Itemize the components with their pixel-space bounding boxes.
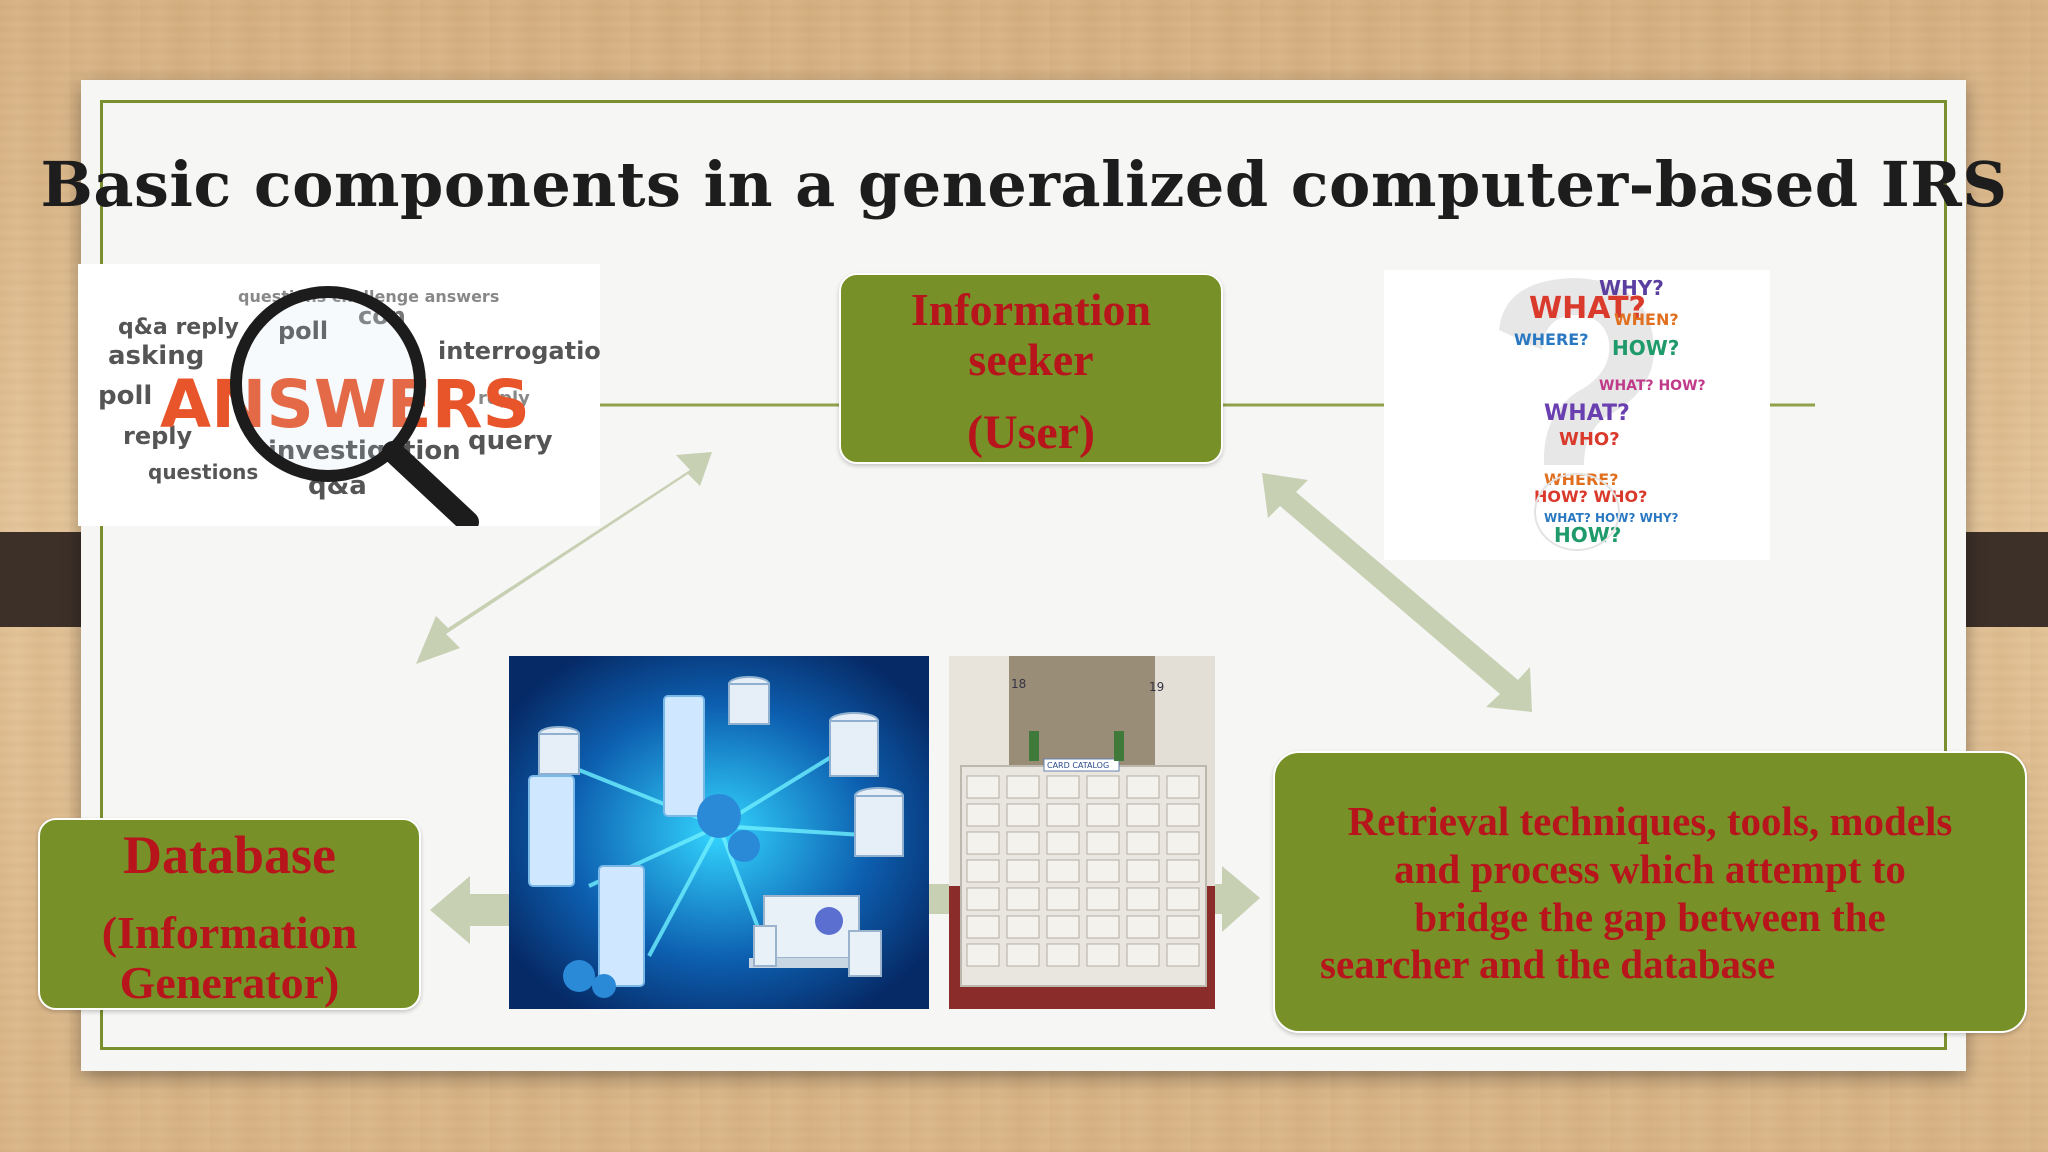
slide-title: Basic components in a generalized comput… [40,148,2008,221]
svg-text:WHAT?: WHAT? [1544,401,1630,426]
card-catalog-label: CARD CATALOG [1047,761,1109,770]
double-arrow-answers-seeker [416,452,712,664]
svg-text:WHO?: WHO? [1559,429,1620,450]
retrieval-line-1: Retrieval techniques, tools, models [1347,798,1953,844]
answers-word: ANSWERS [160,366,530,443]
database-line-2: (Information [101,907,358,958]
svg-text:poll: poll [98,381,152,411]
database-line-1: Database [123,825,336,885]
database-box: Database (Information Generator) [38,818,421,1010]
svg-text:HOW? WHO?: HOW? WHO? [1534,487,1647,506]
arrow-to-retrieval [1215,866,1260,932]
svg-text:asking: asking [108,341,204,371]
arrow-shaft-middle [929,884,949,914]
seeker-line-2: seeker [968,334,1094,385]
svg-text:questions: questions [148,460,258,484]
svg-text:query: query [468,426,553,456]
svg-text:reply: reply [478,388,530,409]
question-mark-word-cloud-image: WHAT? WHY? WHEN? WHERE? HOW? WHAT? HOW? … [1384,270,1770,560]
svg-text:WHAT?: WHAT? [1529,291,1646,326]
card-catalog-photo: 18 19 CARD CATALOG [949,656,1215,1009]
retrieval-techniques-box: Retrieval techniques, tools, models and … [1273,751,2027,1033]
arrow-to-database [430,876,509,944]
database-line-3: Generator) [119,957,340,1008]
answers-word-cloud-image: q&a reply asking poll reply questions po… [78,264,600,526]
svg-text:reply: reply [123,422,193,450]
svg-text:WHEN?: WHEN? [1614,310,1679,329]
svg-text:WHERE?: WHERE? [1544,470,1619,489]
retrieval-line-4: searcher and the database [1320,941,1776,987]
svg-text:HOW?: HOW? [1612,336,1679,360]
svg-text:WHY?: WHY? [1599,276,1664,300]
svg-text:WHAT? HOW? WHY?: WHAT? HOW? WHY? [1544,511,1679,525]
database-network-image [509,656,929,1009]
information-seeker-box: Information seeker (User) [839,273,1223,464]
shelf-number-19: 19 [1149,680,1164,694]
shelf-number-18: 18 [1011,677,1026,691]
svg-text:WHERE?: WHERE? [1514,330,1589,349]
svg-text:interrogation: interrogation [438,337,600,365]
seeker-line-1: Information [910,284,1152,335]
double-arrow-seeker-retrieval [1262,473,1532,712]
retrieval-line-3: bridge the gap between the [1414,894,1886,940]
seeker-line-3: (User) [967,406,1095,459]
svg-text:WHAT? HOW?: WHAT? HOW? [1599,378,1706,394]
svg-text:investigation: investigation [268,436,461,466]
svg-text:q&a reply: q&a reply [118,315,239,340]
svg-text:poll: poll [278,317,328,345]
retrieval-line-2: and process which attempt to [1394,846,1906,892]
